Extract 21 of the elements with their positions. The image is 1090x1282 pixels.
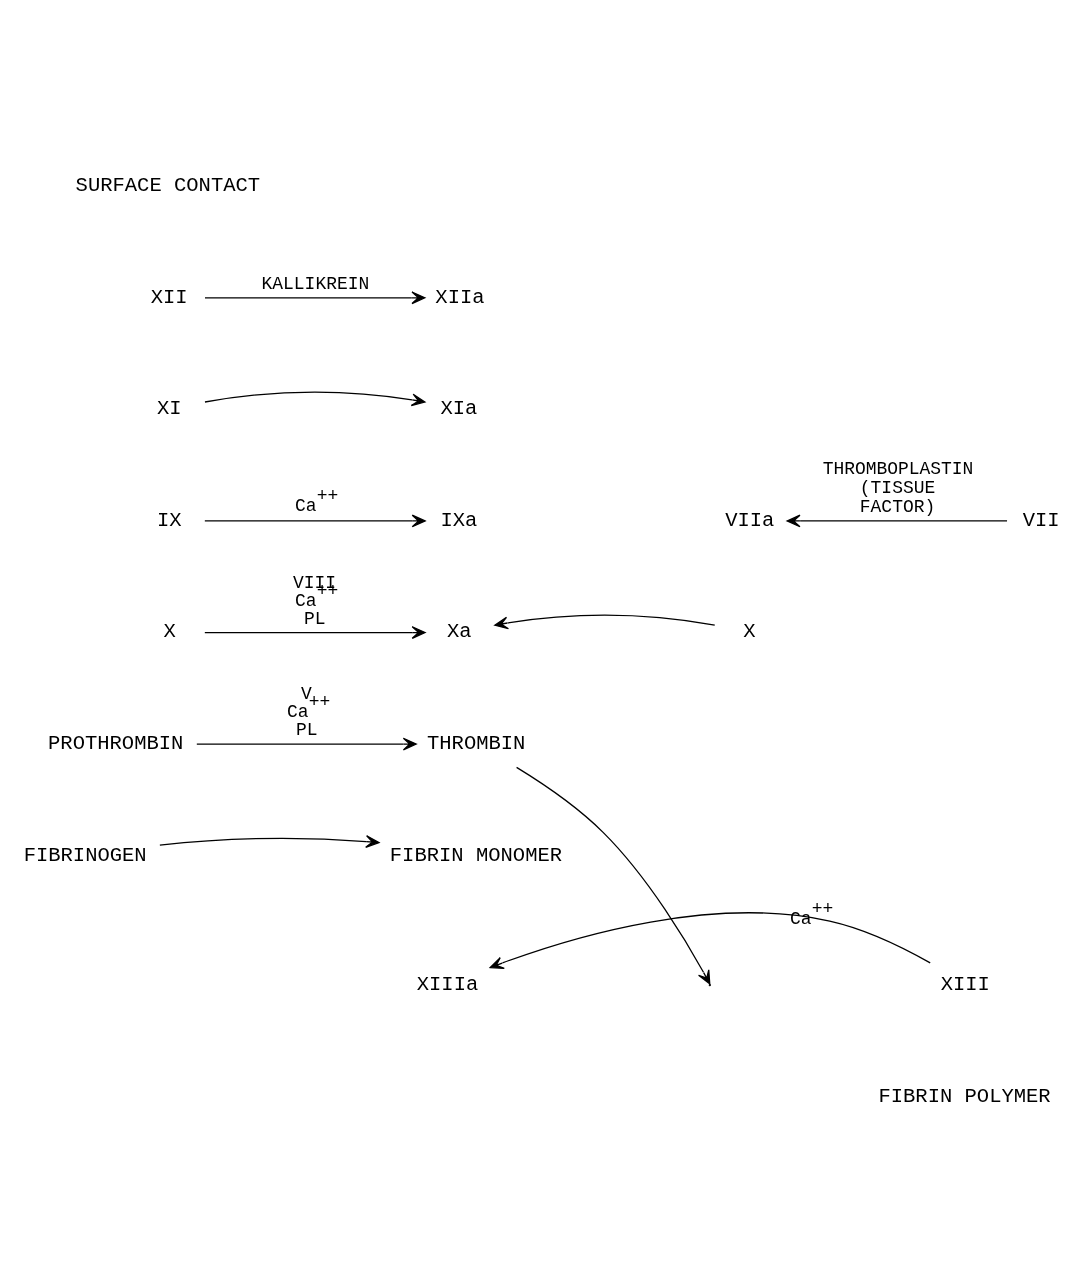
node-text: XIa [440, 396, 478, 420]
node-text: PROTHROMBIN [48, 731, 184, 755]
node-text: FIBRIN MONOMER [389, 843, 563, 867]
node-text: FIBRINOGEN [23, 843, 147, 867]
node-text: VIIa [725, 508, 775, 532]
node-text: VII [1022, 508, 1060, 532]
node-text: XIIa [435, 285, 485, 309]
node-text: XII [150, 285, 188, 309]
edge-label: KALLIKREIN [261, 273, 370, 294]
node-text: X [163, 619, 176, 643]
node-text: IXa [440, 508, 478, 532]
label: FIBRIN POLYMER [878, 1084, 1051, 1108]
node-text: XI [157, 396, 182, 420]
node-text: THROMBIN [427, 731, 526, 755]
node-text: X [743, 619, 756, 643]
node-text: IX [157, 508, 182, 532]
edge-label: THROMBOPLASTIN (TISSUE FACTOR) [822, 458, 974, 517]
node-text: Xa [446, 619, 472, 643]
node-text: XIIIa [416, 972, 479, 996]
node-text: XIII [940, 972, 990, 996]
label: SURFACE CONTACT [75, 173, 261, 197]
